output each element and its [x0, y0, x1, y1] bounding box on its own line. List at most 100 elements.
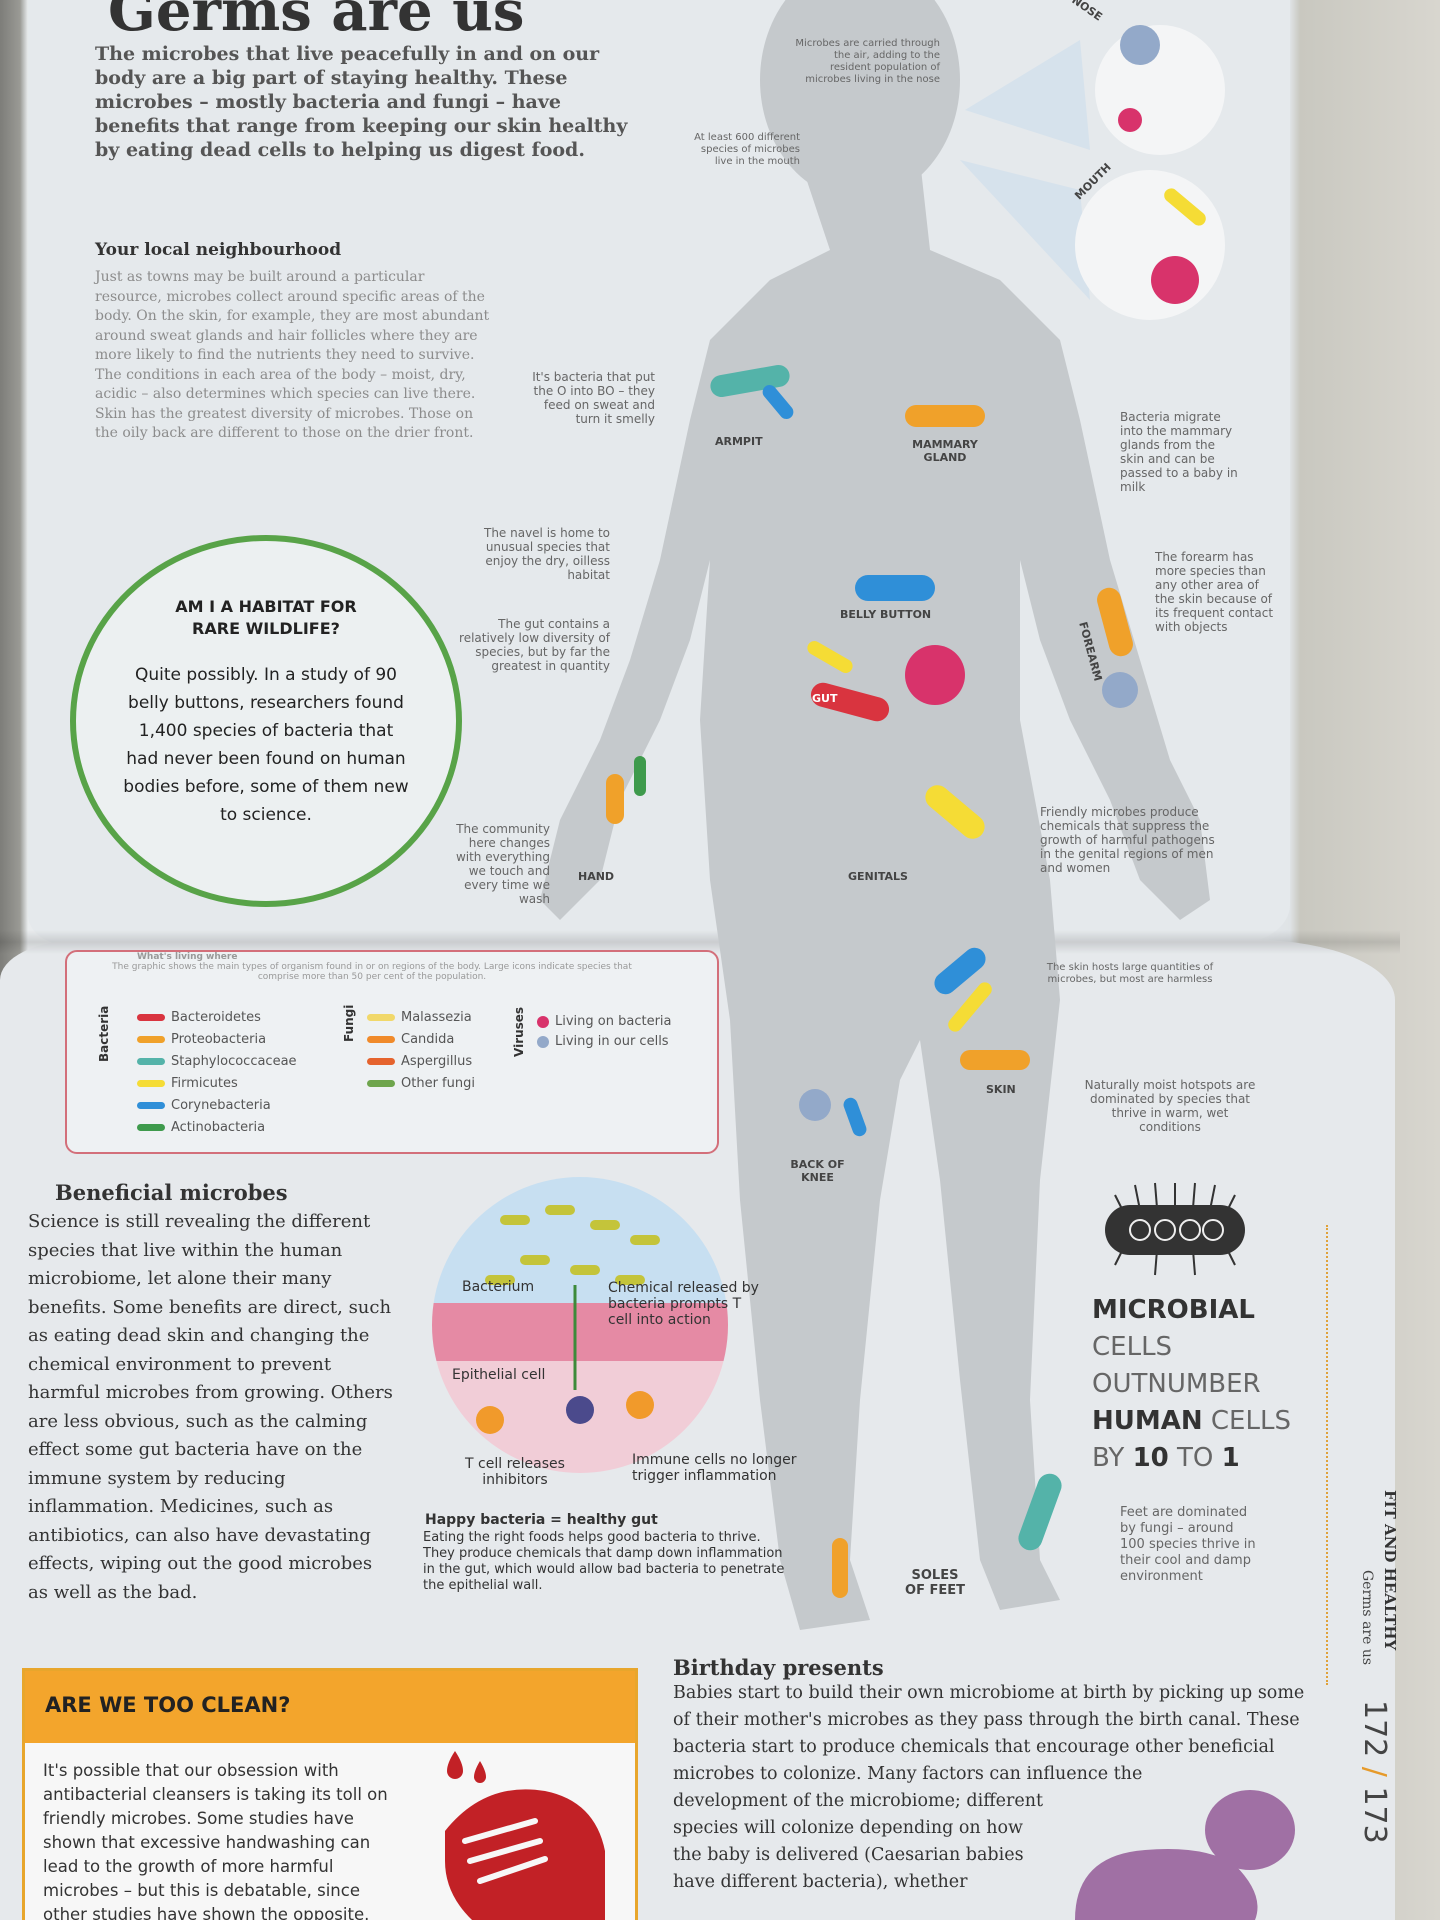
- happy-heading: Happy bacteria = healthy gut: [425, 1512, 658, 1528]
- legend-item-label: Bacteroidetes: [171, 1010, 261, 1025]
- diagram-chemical: Chemical released by bacteria prompts T …: [608, 1280, 759, 1328]
- legend-box: What's living where The graphic shows th…: [65, 950, 719, 1154]
- callout-mammary: Bacteria migrate into the mammary glands…: [1120, 410, 1238, 494]
- page-number-left: 172: [1357, 1700, 1392, 1758]
- page-number-right: 173: [1357, 1786, 1392, 1844]
- legend-swatch: [137, 1080, 165, 1087]
- callout-forearm: The forearm has more species than any ot…: [1155, 550, 1274, 634]
- legend-item: Other fungi: [367, 1076, 475, 1091]
- microbe-icon: [1105, 1182, 1245, 1276]
- side-chapter-block: Germs are us: [1359, 1570, 1378, 1665]
- birthday-text-1: Babies start to build their own microbio…: [673, 1683, 1305, 1784]
- callout-skin: The skin hosts large quantities of micro…: [1046, 962, 1214, 985]
- beneficial-text: Science is still revealing the different…: [28, 1211, 393, 1603]
- diagram-tcell: T cell releases inhibitors: [465, 1456, 565, 1488]
- legend-dot: [537, 1015, 549, 1028]
- legend-swatch: [137, 1058, 165, 1065]
- legend-swatch: [137, 1036, 165, 1043]
- clean-header: ARE WE TOO CLEAN?: [25, 1671, 635, 1743]
- page-slash: /: [1357, 1757, 1392, 1787]
- legend-swatch: [137, 1124, 165, 1131]
- stat-to: TO: [1168, 1443, 1222, 1473]
- clean-heading: ARE WE TOO CLEAN?: [45, 1693, 291, 1717]
- legend-dot: [537, 1035, 549, 1048]
- clean-box: ARE WE TOO CLEAN? It's possible that our…: [22, 1668, 638, 1920]
- habitat-callout: AM I A HABITAT FOR RARE WILDLIFE? Quite …: [70, 535, 462, 907]
- legend-item-label: Malassezia: [401, 1010, 472, 1025]
- handwash-icon: [445, 1751, 605, 1920]
- legend-item: Malassezia: [367, 1010, 472, 1025]
- legend-viruses-label: Viruses: [512, 1006, 526, 1057]
- callout-mouth: At least 600 different species of microb…: [694, 132, 800, 167]
- legend-item-label: Aspergillus: [401, 1054, 473, 1069]
- label-gut: GUT: [812, 692, 838, 705]
- diagram-immune: Immune cells no longer trigger inflammat…: [632, 1452, 797, 1484]
- legend-item-label: Staphylococcaceae: [171, 1054, 297, 1069]
- side-divider: [1326, 1225, 1328, 1685]
- label-skin: SKIN: [986, 1083, 1016, 1096]
- side-section: FIT AND HEALTHY: [1381, 1490, 1399, 1651]
- page-title: Germs are us: [108, 0, 525, 44]
- stat-ten: 10: [1132, 1443, 1169, 1473]
- label-armpit: ARMPIT: [715, 435, 763, 448]
- legend-item-label: Corynebacteria: [171, 1098, 271, 1113]
- diagram-epithelial: Epithelial cell: [452, 1367, 546, 1383]
- callout-hand: The community here changes with everythi…: [455, 822, 550, 906]
- legend-item: Corynebacteria: [137, 1098, 271, 1113]
- stat-line-1: MICROBIAL: [1092, 1295, 1255, 1325]
- stat-line-2: CELLS: [1092, 1332, 1173, 1362]
- legend-item-label: Candida: [401, 1032, 455, 1047]
- stat-by: BY: [1092, 1443, 1133, 1473]
- side-chapter: Germs are us: [1359, 1570, 1375, 1666]
- legend-swatch: [367, 1014, 395, 1021]
- legend-item: Proteobacteria: [137, 1032, 266, 1047]
- side-running-head: FIT AND HEALTHY: [1381, 1490, 1400, 1650]
- legend-item: Candida: [367, 1032, 454, 1047]
- legend-item-label: Living in our cells: [555, 1034, 669, 1049]
- stat-line-3: OUTNUMBER: [1092, 1369, 1261, 1399]
- birthday-heading: Birthday presents: [673, 1655, 884, 1680]
- legend-swatch: [137, 1014, 165, 1021]
- callout-genitals: Friendly microbes produce chemicals that…: [1040, 805, 1215, 875]
- neighbourhood-heading: Your local neighbourhood: [95, 240, 342, 260]
- stat-one: 1: [1221, 1443, 1240, 1473]
- legend-item-label: Firmicutes: [171, 1076, 238, 1091]
- legend-item-label: Other fungi: [401, 1076, 475, 1091]
- callout-gut: The gut contains a relatively low divers…: [459, 617, 610, 673]
- diagram-bacterium: Bacterium: [462, 1279, 535, 1295]
- legend-swatch: [367, 1036, 395, 1043]
- legend-item: Bacteroidetes: [137, 1010, 261, 1025]
- stat-line-4: HUMAN CELLS: [1092, 1403, 1291, 1440]
- gut-diagram: [432, 1177, 728, 1473]
- habitat-text: Quite possibly. In a study of 90 belly b…: [123, 665, 409, 825]
- beneficial-heading: Beneficial microbes: [55, 1180, 288, 1205]
- callout-navel: The navel is home to unusual species tha…: [483, 526, 610, 582]
- stat-human: HUMAN: [1092, 1406, 1203, 1436]
- callout-armpit: It's bacteria that put the O into BO – t…: [532, 370, 655, 426]
- legend-item: Aspergillus: [367, 1054, 472, 1069]
- legend-heading: What's living where: [137, 952, 238, 962]
- legend-item-label: Living on bacteria: [555, 1014, 672, 1029]
- label-belly: BELLY BUTTON: [840, 608, 932, 621]
- stat-cells: CELLS: [1202, 1406, 1291, 1436]
- label-hand: HAND: [578, 870, 615, 883]
- callout-nose: Microbes are carried through the air, ad…: [795, 38, 940, 85]
- legend-swatch: [367, 1058, 395, 1065]
- label-feet: SOLES OF FEET: [905, 1568, 965, 1598]
- legend-swatch: [367, 1080, 395, 1087]
- stat-line-5: BY 10 TO 1: [1092, 1440, 1291, 1477]
- birthday-text-2: development of the microbiome; different…: [673, 1791, 1044, 1892]
- legend-bacteria-label: Bacteria: [97, 1005, 111, 1062]
- stat-block: MICROBIAL CELLS OUTNUMBER HUMAN CELLS BY…: [1092, 1292, 1291, 1477]
- label-knee: BACK OF KNEE: [790, 1158, 845, 1184]
- callout-knee: Naturally moist hotspots are dominated b…: [1084, 1078, 1256, 1134]
- habitat-heading: AM I A HABITAT FOR RARE WILDLIFE?: [175, 597, 357, 638]
- legend-item: Staphylococcaceae: [137, 1054, 297, 1069]
- neighbourhood-text: Just as towns may be built around a part…: [95, 269, 490, 441]
- legend-item: Living on bacteria: [537, 1014, 672, 1029]
- legend-item-label: Proteobacteria: [171, 1032, 267, 1047]
- clean-text: It's possible that our obsession with an…: [43, 1761, 388, 1920]
- legend-swatch: [137, 1102, 165, 1109]
